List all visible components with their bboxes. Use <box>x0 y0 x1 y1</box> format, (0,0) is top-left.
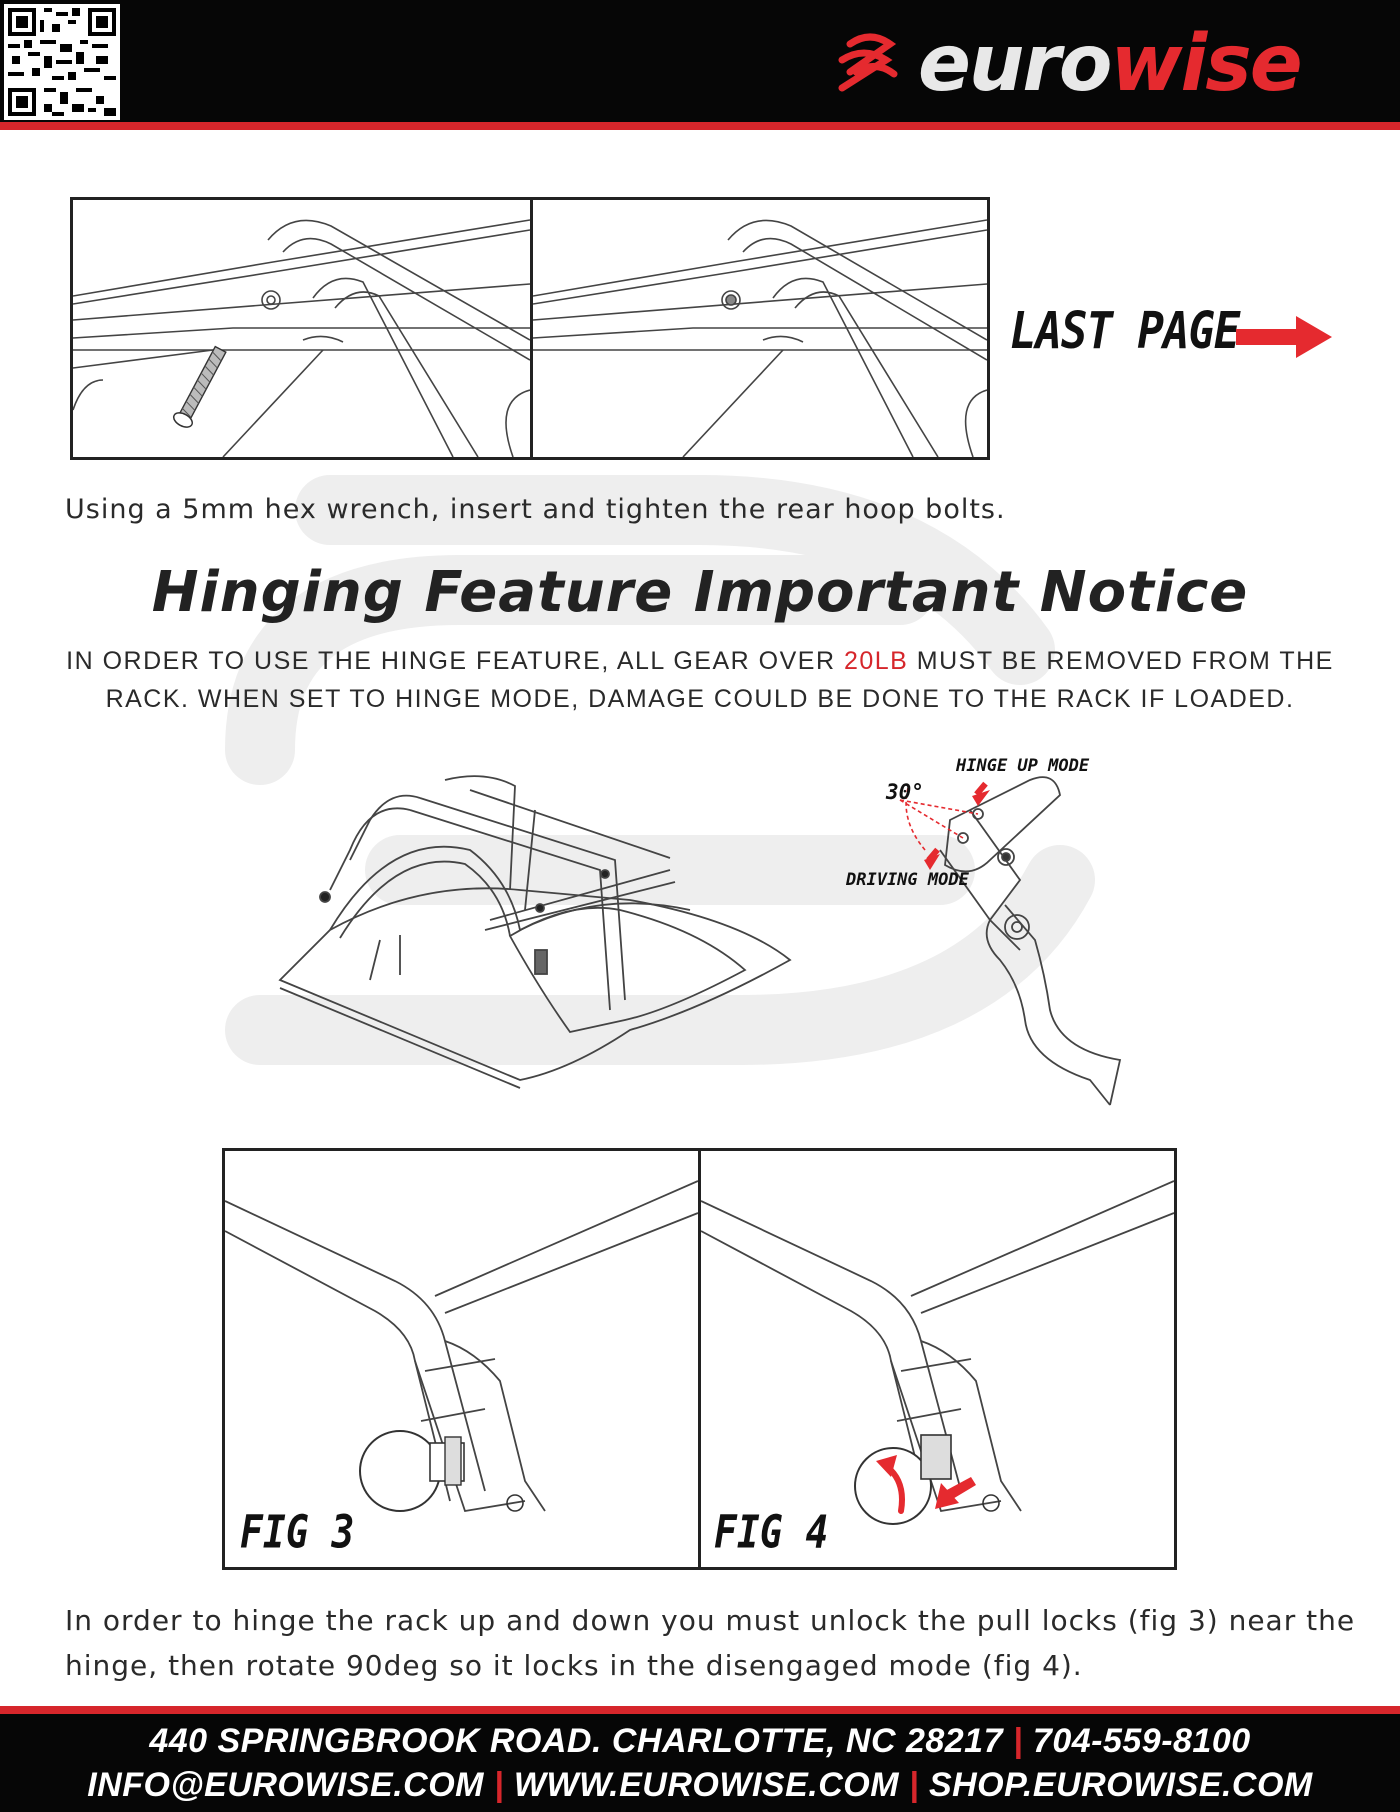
header-divider <box>0 122 1400 130</box>
fig-3-label: FIG 3 <box>240 1505 355 1559</box>
hinge-instructions-line-2: hinge, then rotate 90deg so it locks in … <box>65 1649 1083 1682</box>
angle-label: 30° <box>886 780 924 804</box>
rear-hoop-caption: Using a 5mm hex wrench, insert and tight… <box>65 494 1006 525</box>
logo-mark-icon <box>838 33 898 92</box>
arrow-right-icon <box>1236 316 1332 358</box>
fig-3-panel <box>222 1148 701 1570</box>
notice-line-1: IN ORDER TO USE THE HINGE FEATURE, ALL G… <box>60 642 1340 680</box>
brand-wordmark: eurowise <box>918 16 1303 112</box>
hinge-instructions-line-1: In order to hinge the rack up and down y… <box>65 1604 1356 1637</box>
notice-line-2: RACK. WHEN SET TO HINGE MODE, DAMAGE COU… <box>105 685 1295 713</box>
notice-title: Hinging Feature Important Notice <box>151 560 1249 625</box>
footer-separator: | <box>493 1766 504 1804</box>
notice-body: IN ORDER TO USE THE HINGE FEATURE, ALL G… <box>60 642 1340 718</box>
fig-4-label: FIG 4 <box>714 1505 829 1559</box>
brand-part-2: wise <box>1110 19 1302 109</box>
fig-4-panel <box>698 1148 1177 1570</box>
footer-website[interactable]: WWW.EUROWISE.COM <box>513 1766 900 1804</box>
footer-divider <box>0 1706 1400 1714</box>
weight-limit-highlight: 20LB <box>843 647 909 675</box>
footer-address: 440 SPRINGBROOK ROAD. CHARLOTTE, NC 2821… <box>149 1722 1003 1760</box>
footer-email[interactable]: INFO@EUROWISE.COM <box>87 1766 484 1804</box>
page-footer: 440 SPRINGBROOK ROAD. CHARLOTTE, NC 2821… <box>0 1714 1400 1812</box>
footer-separator: | <box>1012 1722 1023 1760</box>
hinge-up-mode-label: HINGE UP MODE <box>956 756 1090 776</box>
footer-links-line: INFO@EUROWISE.COM | WWW.EUROWISE.COM | S… <box>0 1766 1400 1805</box>
car-rack-diagram <box>278 775 792 1089</box>
hinge-mode-diagram <box>899 776 1122 1106</box>
footer-contact-line: 440 SPRINGBROOK ROAD. CHARLOTTE, NC 2821… <box>0 1722 1400 1761</box>
rear-hoop-panel-before <box>70 197 533 460</box>
arrow-left-icon <box>935 1477 976 1509</box>
footer-separator: | <box>908 1766 919 1804</box>
eurowise-logo[interactable]: eurowise <box>830 14 1390 114</box>
hinge-instructions: In order to hinge the rack up and down y… <box>65 1598 1355 1688</box>
notice-line-1-post: MUST BE REMOVED FROM THE <box>908 647 1334 675</box>
brand-part-1: euro <box>918 19 1112 109</box>
rear-hoop-panel-after <box>530 197 990 460</box>
notice-line-1-pre: IN ORDER TO USE THE HINGE FEATURE, ALL G… <box>66 647 844 675</box>
qr-code[interactable] <box>4 4 120 120</box>
footer-phone[interactable]: 704-559-8100 <box>1032 1722 1251 1760</box>
driving-mode-label: DRIVING MODE <box>846 870 969 890</box>
page-header: eurowise <box>0 0 1400 122</box>
footer-shop[interactable]: SHOP.EUROWISE.COM <box>928 1766 1313 1804</box>
last-page-label: LAST PAGE <box>1010 302 1240 361</box>
